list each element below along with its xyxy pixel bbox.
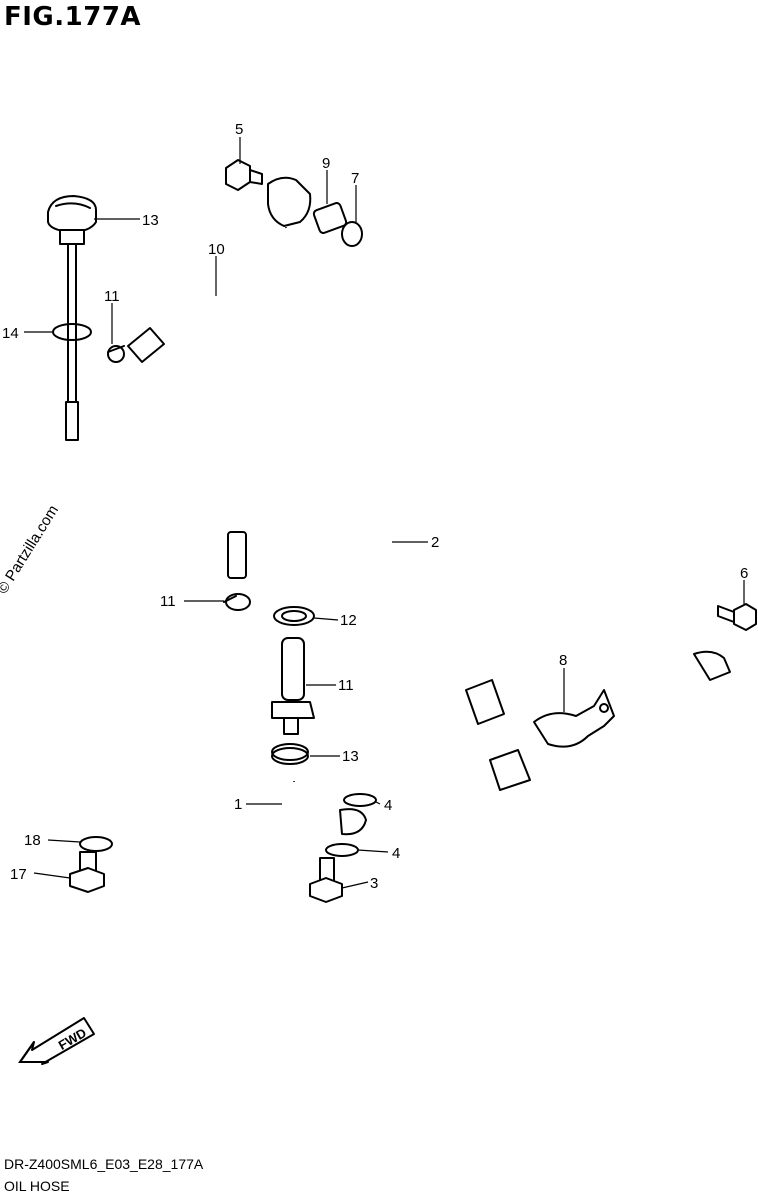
callout-18: 18 (24, 832, 41, 849)
o-ring-upper[interactable] (341, 221, 363, 247)
callout-4-lower: 4 (392, 845, 400, 862)
callout-10: 10 (208, 241, 225, 258)
model-code: DR-Z400SML6_E03_E28_177A (4, 1156, 204, 1172)
callout-11-upper: 11 (104, 288, 120, 305)
callout-4-upper: 4 (384, 797, 392, 814)
callout-15: 13 (142, 212, 159, 229)
callout-3: 3 (370, 875, 378, 892)
callout-16: 14 (2, 325, 19, 342)
gasket-13[interactable] (273, 606, 315, 626)
dipstick-o-ring[interactable] (52, 323, 92, 341)
drain-gasket[interactable] (79, 836, 113, 852)
collar[interactable] (312, 202, 348, 234)
drain-plug[interactable] (69, 851, 105, 893)
hose-clamp-14[interactable] (271, 743, 309, 765)
callout-7: 7 (351, 170, 359, 187)
gasket-4-upper[interactable] (343, 793, 377, 807)
callout-2: 2 (431, 534, 439, 551)
gasket-4-lower[interactable] (325, 843, 359, 857)
breather-hose[interactable] (127, 284, 266, 579)
callout-12: 11 (338, 677, 354, 694)
union-bolt-lower[interactable] (309, 857, 343, 903)
lower-oil-hose[interactable] (283, 781, 367, 838)
callout-8: 8 (559, 652, 567, 669)
callout-14: 13 (342, 748, 359, 765)
main-oil-hose[interactable] (277, 226, 748, 809)
callout-9: 9 (322, 155, 330, 172)
callout-17: 17 (10, 866, 27, 883)
union-bolt-upper[interactable] (225, 159, 263, 191)
hose-fitting-upper[interactable] (267, 176, 312, 227)
callout-1: 1 (234, 796, 242, 813)
callout-6: 6 (740, 565, 748, 582)
figure-title: FIG.177A (4, 2, 142, 32)
callout-11-lower: 11 (160, 593, 176, 610)
fwd-arrow-icon: FWD (18, 1017, 95, 1065)
hose-clamp-bracket[interactable] (533, 689, 615, 748)
oil-inlet-pipe[interactable] (271, 637, 315, 735)
bolt-right[interactable] (717, 603, 757, 631)
clip-lower[interactable] (223, 593, 251, 611)
figure-caption: OIL HOSE (4, 1178, 70, 1194)
dipstick-cap[interactable] (47, 195, 97, 245)
leader-lines (24, 137, 745, 889)
callout-13: 12 (340, 612, 357, 629)
callout-5: 5 (235, 121, 243, 138)
dipstick-gauge[interactable] (65, 243, 79, 441)
clip-upper[interactable] (107, 345, 125, 363)
